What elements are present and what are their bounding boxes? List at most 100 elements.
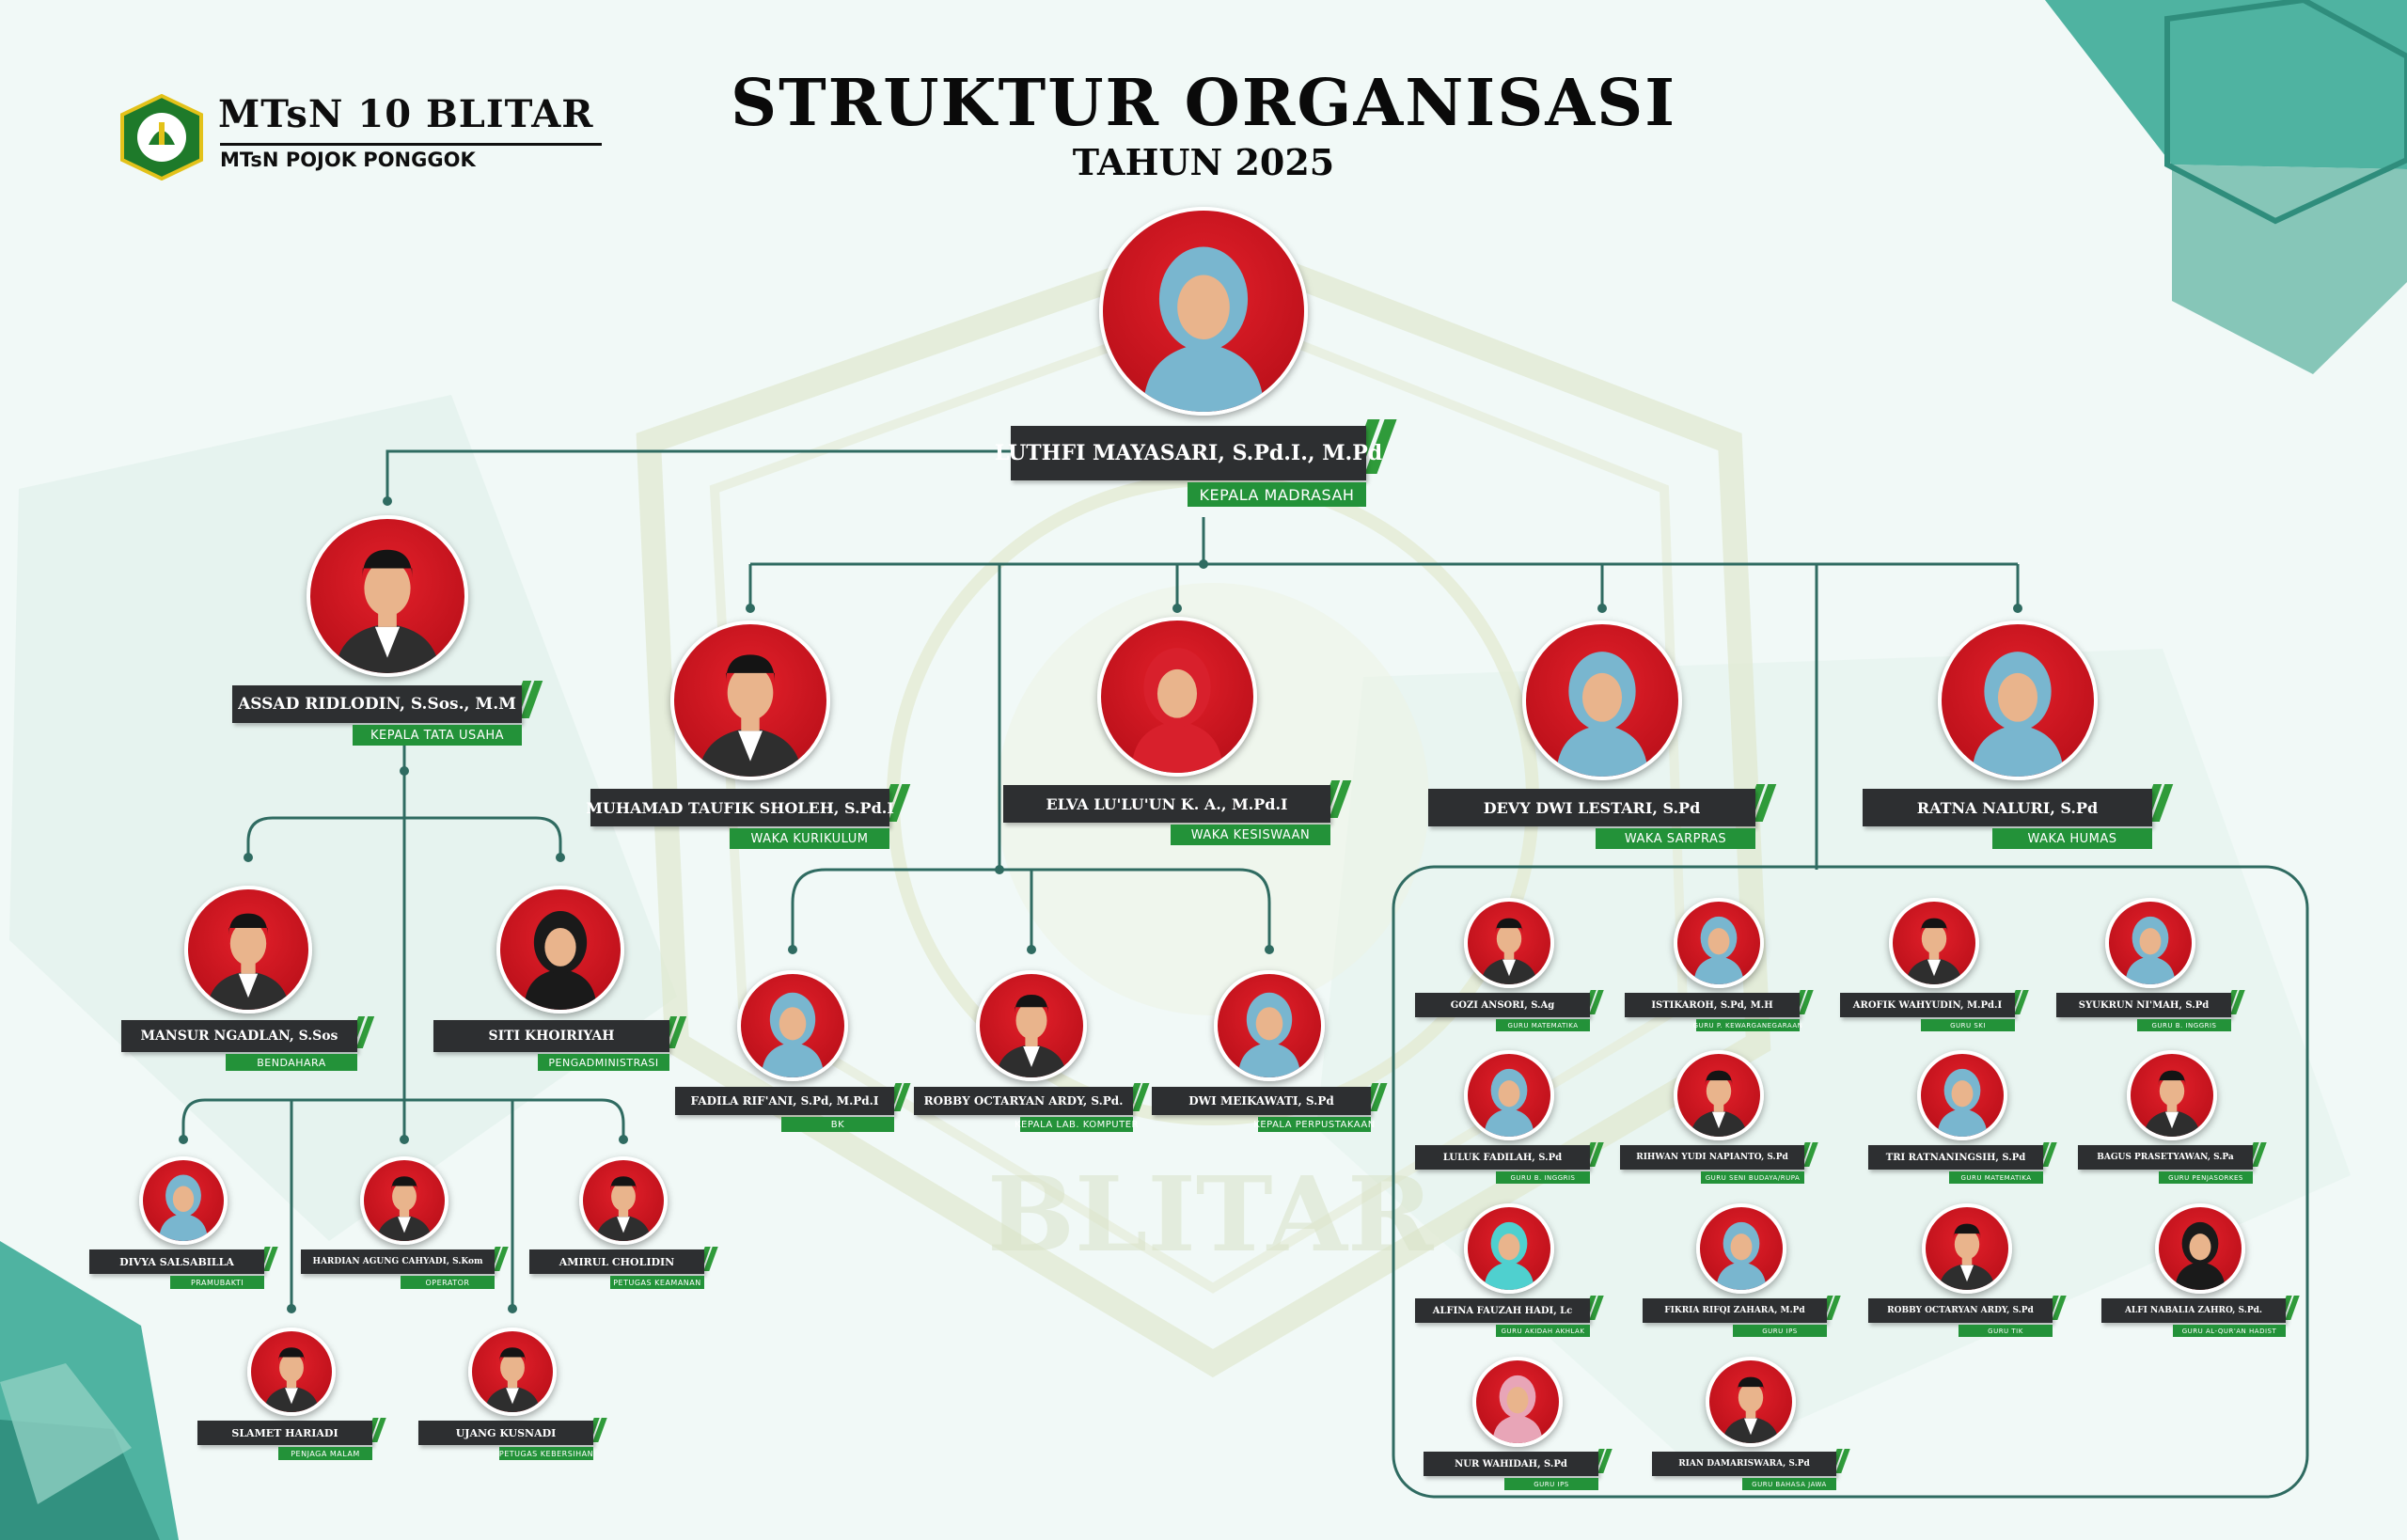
t2-role: GURU P. KEWARGANEGARAAN xyxy=(1693,1019,1802,1031)
staff4-role: PENJAGA MALAM xyxy=(278,1447,372,1460)
t11-photo xyxy=(1922,1203,2012,1294)
t10-role: GURU IPS xyxy=(1733,1325,1827,1337)
t5-role: GURU B. INGGRIS xyxy=(1496,1171,1590,1184)
waka2-role: WAKA KESISWAAN xyxy=(1171,825,1330,845)
unit3-name: DWI MEIKAWATI, S.Pd xyxy=(1152,1087,1371,1115)
t13-name: NUR WAHIDAH, S.Pd xyxy=(1424,1452,1598,1476)
page-title: STRUKTUR ORGANISASI xyxy=(730,66,1677,141)
t5-name: LULUK FADILAH, S.Pd xyxy=(1415,1145,1590,1170)
ktu-role: KEPALA TATA USAHA xyxy=(353,725,522,746)
staff5-name: UJANG KUSNADI xyxy=(418,1421,593,1445)
staff5-role: PETUGAS KEBERSIHAN xyxy=(499,1447,593,1460)
staff3-photo xyxy=(579,1156,668,1245)
t9-name: ALFINA FAUZAH HADI, Lc xyxy=(1415,1298,1590,1323)
pengadm-role: PENGADMINISTRASI xyxy=(538,1054,669,1071)
unit2-name: ROBBY OCTARYAN ARDY, S.Pd. xyxy=(914,1087,1133,1115)
staff1-photo xyxy=(139,1156,228,1245)
watermark-text: BLITAR xyxy=(987,1154,1435,1275)
bendahara-name: MANSUR NGADLAN, S.Sos xyxy=(121,1020,357,1052)
pengadm-name: SITI KHOIRIYAH xyxy=(433,1020,669,1052)
bendahara-role: BENDAHARA xyxy=(226,1054,357,1071)
unit1-photo xyxy=(737,970,848,1081)
t1-name: GOZI ANSORI, S.Ag xyxy=(1415,993,1590,1017)
staff3-name: AMIRUL CHOLIDIN xyxy=(529,1249,704,1274)
unit2-photo xyxy=(976,970,1087,1081)
t4-name: SYUKRUN NI'MAH, S.Pd xyxy=(2056,993,2231,1017)
t13-role: GURU IPS xyxy=(1504,1478,1598,1490)
unit1-name: FADILA RIF'ANI, S.Pd, M.Pd.I xyxy=(675,1087,894,1115)
t1-role: GURU MATEMATIKA xyxy=(1496,1019,1590,1031)
ktu-photo xyxy=(307,515,468,677)
t12-photo xyxy=(2155,1203,2245,1294)
waka3-role: WAKA SARPRAS xyxy=(1596,828,1755,849)
head-role: KEPALA MADRASAH xyxy=(1188,482,1366,507)
t2-name: ISTIKAROH, S.Pd, M.H xyxy=(1625,993,1800,1017)
unit3-photo xyxy=(1214,970,1325,1081)
t7-name: TRI RATNANINGSIH, S.Pd xyxy=(1868,1145,2043,1170)
waka1-name: MUHAMAD TAUFIK SHOLEH, S.Pd.I xyxy=(586,789,894,826)
unit1-role: BK xyxy=(781,1117,894,1132)
staff4-photo xyxy=(247,1328,336,1416)
t10-photo xyxy=(1696,1203,1786,1294)
t3-photo xyxy=(1889,898,1979,988)
t10-name: FIKRIA RIFQI ZAHARA, M.Pd xyxy=(1643,1298,1827,1323)
school-logo xyxy=(118,93,205,181)
staff4-name: SLAMET HARIADI xyxy=(197,1421,372,1445)
staff2-photo xyxy=(360,1156,448,1245)
t9-role: GURU AKIDAH AKHLAK xyxy=(1496,1325,1590,1337)
t6-role: GURU SENI BUDAYA/RUPA xyxy=(1701,1171,1804,1184)
t7-photo xyxy=(1917,1050,2007,1140)
t14-name: RIAN DAMARISWARA, S.Pd xyxy=(1652,1452,1836,1476)
head-name: LUTHFI MAYASARI, S.Pd.I., M.Pd xyxy=(995,426,1382,480)
staff2-role: OPERATOR xyxy=(401,1276,495,1289)
waka1-role: WAKA KURIKULUM xyxy=(730,828,889,849)
school-name-divider xyxy=(220,143,602,146)
waka4-role: WAKA HUMAS xyxy=(1992,828,2152,849)
staff5-photo xyxy=(468,1328,557,1416)
t11-role: GURU TIK xyxy=(1959,1325,2053,1337)
waka4-photo xyxy=(1938,621,2098,780)
t6-name: RIHWAN YUDI NAPIANTO, S.Pd xyxy=(1620,1145,1804,1170)
school-name: MTsN 10 BLITAR xyxy=(218,92,594,136)
unit2-role: KEPALA LAB. KOMPUTER xyxy=(1015,1117,1139,1132)
t4-photo xyxy=(2105,898,2195,988)
t14-photo xyxy=(1706,1357,1796,1447)
t8-name: BAGUS PRASETYAWAN, S.Pa xyxy=(2078,1145,2253,1170)
t9-photo xyxy=(1464,1203,1554,1294)
t8-role: GURU PENJASORKES xyxy=(2159,1171,2253,1184)
t5-photo xyxy=(1464,1050,1554,1140)
pengadm-photo xyxy=(496,886,624,1014)
page-subtitle: TAHUN 2025 xyxy=(1072,141,1335,183)
waka1-photo xyxy=(670,621,830,780)
unit3-role: KEPALA PERPUSTAKAAN xyxy=(1253,1117,1375,1132)
waka4-name: RATNA NALURI, S.Pd xyxy=(1863,789,2152,826)
t2-photo xyxy=(1674,898,1764,988)
t4-role: GURU B. INGGRIS xyxy=(2137,1019,2231,1031)
staff3-role: PETUGAS KEAMANAN xyxy=(610,1276,704,1289)
school-subtitle: MTsN POJOK PONGGOK xyxy=(220,149,476,171)
t8-photo xyxy=(2127,1050,2217,1140)
t11-name: ROBBY OCTARYAN ARDY, S.Pd xyxy=(1868,1298,2053,1323)
madrasah-emblem-icon xyxy=(120,93,203,181)
bendahara-photo xyxy=(184,886,312,1014)
t13-photo xyxy=(1472,1357,1563,1447)
waka3-photo xyxy=(1522,621,1682,780)
staff2-name: HARDIAN AGUNG CAHYADI, S.Kom xyxy=(301,1249,495,1274)
t3-role: GURU SKI xyxy=(1921,1019,2015,1031)
staff1-name: DIVYA SALSABILLA xyxy=(89,1249,264,1274)
waka2-photo xyxy=(1097,617,1257,777)
t14-role: GURU BAHASA JAWA xyxy=(1742,1478,1836,1490)
t6-photo xyxy=(1674,1050,1764,1140)
ktu-name: ASSAD RIDLODIN, S.Sos., M.M xyxy=(232,685,522,723)
t12-name: ALFI NABALIA ZAHRO, S.Pd. xyxy=(2101,1298,2286,1323)
staff1-role: PRAMUBAKTI xyxy=(170,1276,264,1289)
t12-role: GURU AL-QUR'AN HADIST xyxy=(2173,1325,2286,1337)
t3-name: AROFIK WAHYUDIN, M.Pd.I xyxy=(1840,993,2015,1017)
waka2-name: ELVA LU'LU'UN K. A., M.Pd.I xyxy=(1003,785,1330,823)
head-photo xyxy=(1099,207,1308,416)
t7-role: GURU MATEMATIKA xyxy=(1949,1171,2043,1184)
waka3-name: DEVY DWI LESTARI, S.Pd xyxy=(1428,789,1755,826)
t1-photo xyxy=(1464,898,1554,988)
